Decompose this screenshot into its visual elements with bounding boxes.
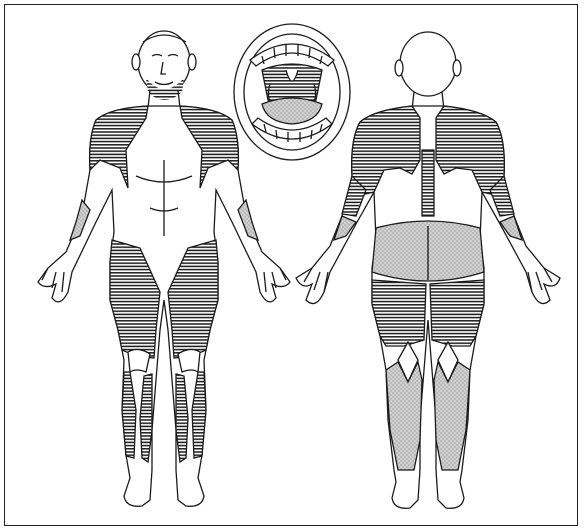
back-right-thigh-hatch xyxy=(430,280,484,346)
back-right-calf-stipple xyxy=(434,362,470,470)
back-left-calf-stipple xyxy=(386,362,422,470)
mouth-figure xyxy=(234,24,350,160)
back-spine-hatch xyxy=(422,150,434,216)
back-left-thigh-hatch xyxy=(372,280,426,346)
back-head xyxy=(400,32,456,96)
